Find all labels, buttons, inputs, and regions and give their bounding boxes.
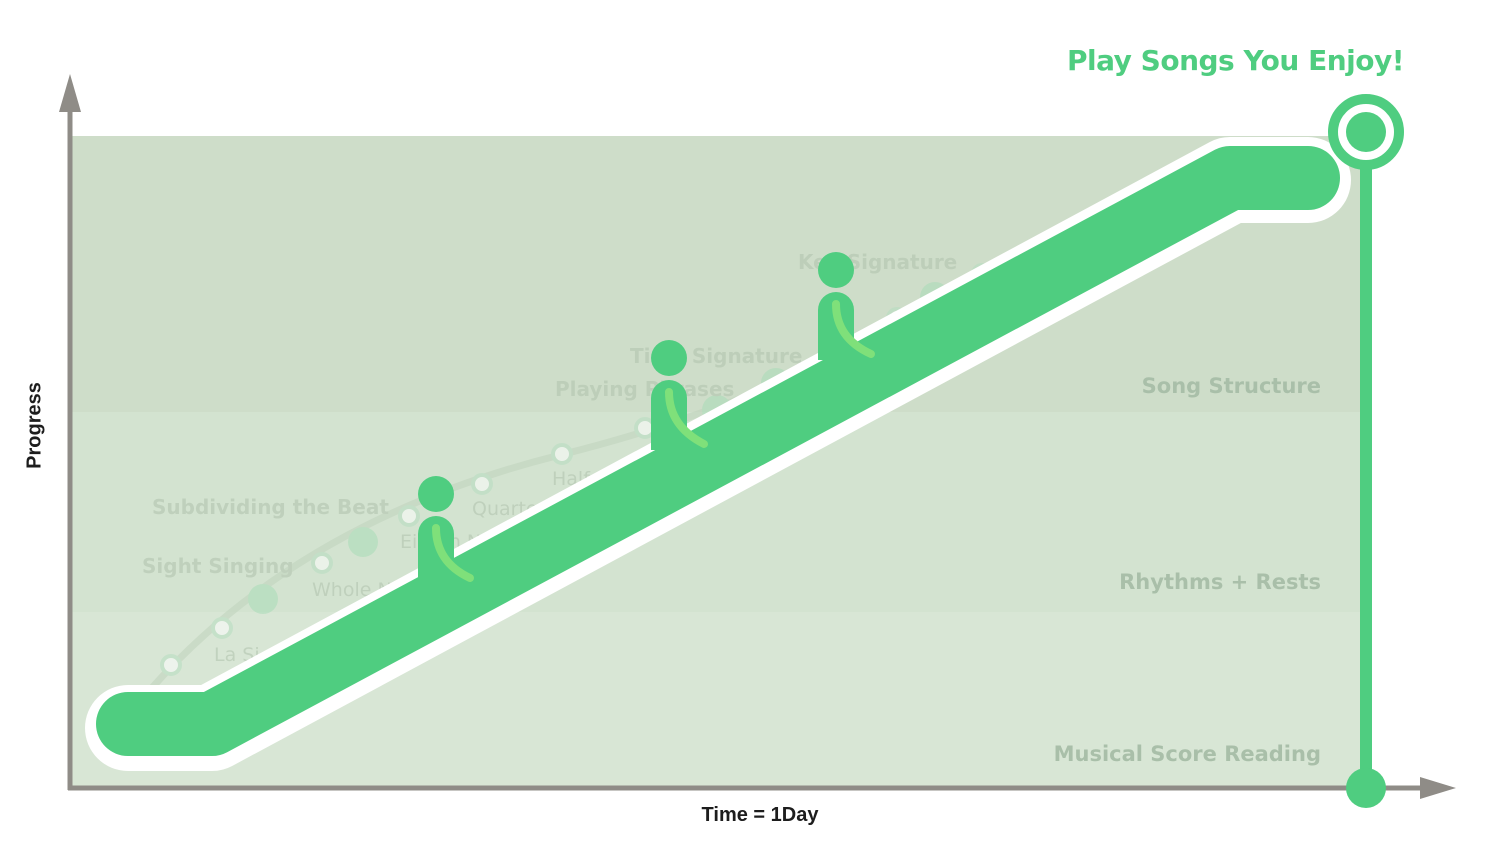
band-label-song-structure: Song Structure [1141,374,1321,398]
band-label-rhythms-rests: Rhythms + Rests [1119,570,1321,594]
milestone-dot [398,505,420,527]
milestone-label: Playing Phrases [555,377,734,401]
x-axis-title: Time = 1Day [701,804,819,826]
milestone-label: Sight Singing [142,554,294,578]
rider-figure [418,476,474,582]
goal-target-center [1346,112,1386,152]
y-axis-title: Progress [23,382,46,469]
rider-head [418,476,454,512]
goal-base-dot [1346,768,1386,808]
rider-leg [432,524,474,582]
milestone-dot-filled [348,527,378,557]
milestone-dot-filled [248,584,278,614]
rider-head [818,252,854,288]
rider-body [818,292,854,360]
escalator-belt [96,146,1340,756]
rider-leg [665,388,708,448]
rider-figure [818,252,875,360]
milestone-dot [311,552,333,574]
rider-figure [651,340,708,450]
milestone-dot [160,654,182,676]
y-axis-arrow [59,74,81,112]
milestone-label: Subdividing the Beat [152,495,389,519]
milestone-dot [551,443,573,465]
goal-title: Play Songs You Enjoy! [1067,44,1404,77]
milestone-dot [211,617,233,639]
rider-body [651,380,687,450]
x-axis-arrow [1420,777,1456,799]
milestone-dot [471,473,493,495]
band-label-musical-score-reading: Musical Score Reading [1053,742,1321,766]
rider-leg [832,300,875,358]
rider-head [651,340,687,376]
